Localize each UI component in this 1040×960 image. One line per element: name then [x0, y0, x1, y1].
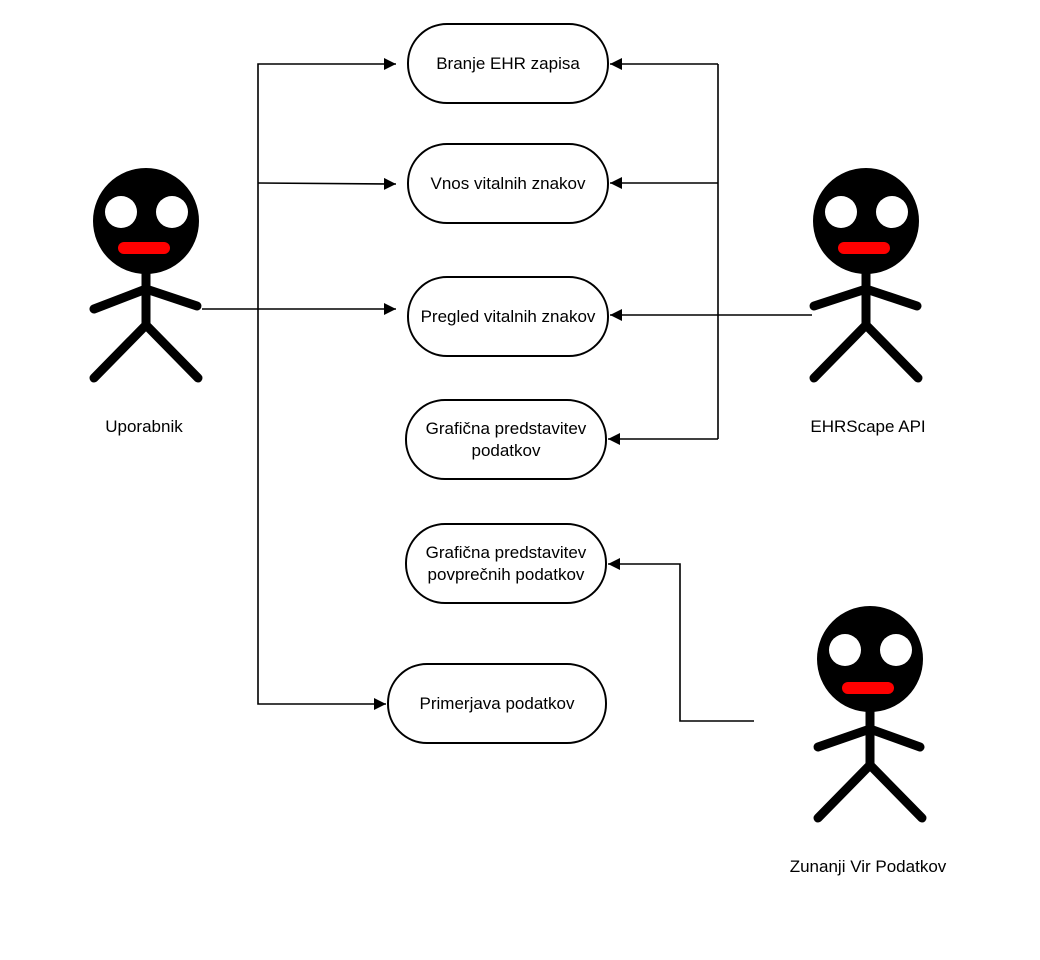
- actor-api: [809, 168, 923, 383]
- usecase-compare-label: Primerjava podatkov: [419, 693, 575, 713]
- actor-user-arm-right: [141, 284, 202, 311]
- usecase-view-vitals-label: Pregled vitalnih znakov: [420, 306, 596, 326]
- actor-user-label: Uporabnik: [105, 417, 183, 436]
- usecase-view-vitals[interactable]: Pregled vitalnih znakov: [407, 276, 609, 357]
- actor-user-eye-left: [105, 196, 137, 228]
- actor-api-leg-right: [861, 320, 923, 383]
- actor-user-arm-left: [89, 284, 151, 314]
- usecase-compare[interactable]: Primerjava podatkov: [387, 663, 607, 744]
- actor-user-mouth: [118, 242, 170, 254]
- actor-api-eye-left: [825, 196, 857, 228]
- actor-external-eye-right: [880, 634, 912, 666]
- actor-api-label: EHRScape API: [810, 417, 926, 436]
- usecase-enter-vitals[interactable]: Vnos vitalnih znakov: [407, 143, 609, 224]
- actor-api-arm-left: [809, 284, 871, 311]
- user-connectors: [202, 58, 397, 710]
- actor-external-arm-right: [865, 724, 925, 752]
- usecase-read-ehr[interactable]: Branje EHR zapisa: [407, 23, 609, 104]
- actor-user: [89, 168, 203, 383]
- actor-api-mouth: [838, 242, 890, 254]
- actor-api-leg-left: [809, 320, 871, 383]
- actor-user-leg-left: [89, 320, 151, 383]
- api-connectors: [608, 58, 812, 445]
- usecase-graph-average[interactable]: Grafična predstavitev povprečnih podatko…: [405, 523, 607, 604]
- actor-external-eye-left: [829, 634, 861, 666]
- edge-user-enter-vitals: [257, 177, 397, 190]
- actor-external-mouth: [842, 682, 894, 694]
- actor-external-arm-left: [813, 724, 875, 752]
- usecase-graph-data[interactable]: Grafična predstavitev podatkov: [405, 399, 607, 480]
- actor-user-leg-right: [141, 320, 203, 383]
- edge-user-read-ehr: [257, 58, 396, 183]
- actor-api-eye-right: [876, 196, 908, 228]
- actor-external-leg-left: [813, 760, 875, 823]
- edge-external-avg-graph: [608, 558, 754, 722]
- usecase-graph-average-line1: Grafična predstavitev: [425, 542, 587, 562]
- actor-external-label: Zunanji Vir Podatkov: [789, 857, 947, 876]
- actor-api-arm-right: [861, 284, 922, 311]
- edge-user-compare: [257, 183, 386, 710]
- usecase-read-ehr-label: Branje EHR zapisa: [436, 53, 580, 73]
- actor-external: [813, 606, 927, 823]
- actor-external-leg-right: [865, 760, 927, 823]
- usecase-graph-data-line1: Grafična predstavitev: [425, 418, 587, 438]
- actor-user-eye-right: [156, 196, 188, 228]
- usecase-graph-data-line2: podatkov: [471, 440, 541, 460]
- usecase-enter-vitals-label: Vnos vitalnih znakov: [430, 173, 586, 193]
- usecase-graph-average-line2: povprečnih podatkov: [427, 564, 585, 584]
